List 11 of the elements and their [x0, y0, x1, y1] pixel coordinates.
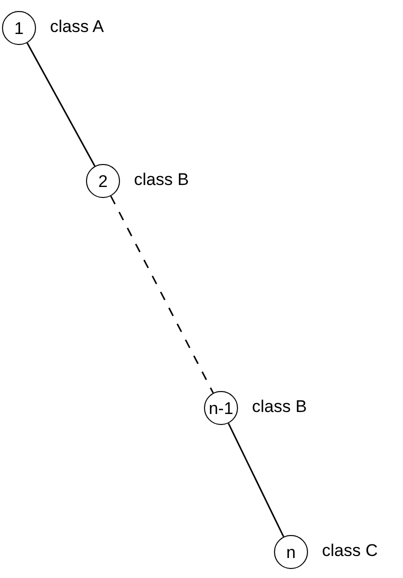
node-label: 2	[98, 172, 108, 190]
dashed-connector	[110, 196, 214, 394]
node-label: n	[286, 544, 296, 560]
node-label: n-1	[208, 400, 234, 416]
class-label: class C	[322, 542, 378, 559]
class-label: class B	[134, 171, 189, 188]
connector-line	[228, 422, 284, 538]
class-label: class B	[252, 398, 307, 415]
connector-line	[26, 42, 96, 166]
node-label: 1	[14, 20, 24, 36]
class-label: class A	[50, 18, 104, 35]
